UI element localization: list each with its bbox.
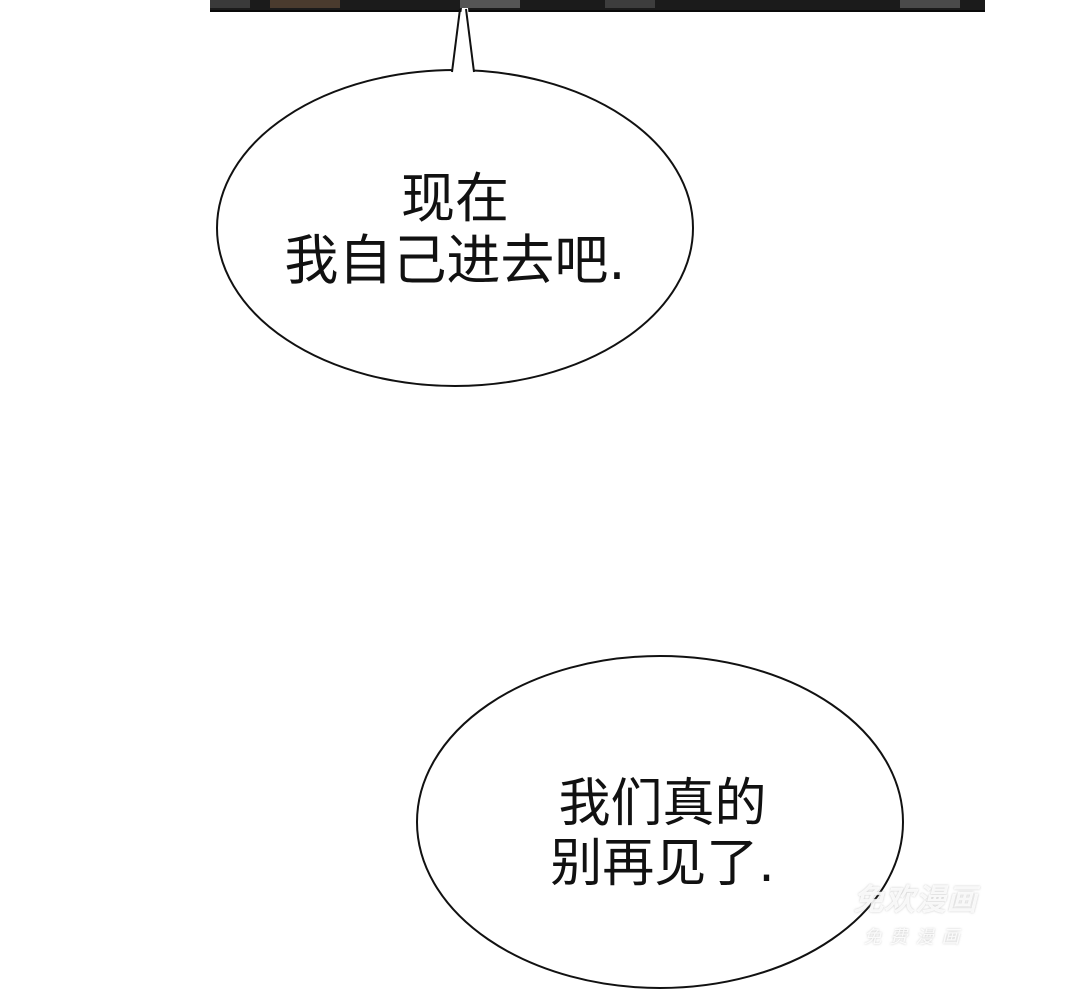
speech-bubble-bottom-text: 我们真的 别再见了. — [420, 774, 905, 895]
watermark-subtitle: 免费漫画 — [863, 927, 968, 948]
dialogue-line: 别再见了. — [550, 833, 775, 894]
dialogue-line: 我们真的 — [558, 774, 767, 834]
panel-segment — [270, 0, 340, 8]
dialogue-line: 现在 — [401, 167, 509, 230]
panel-segment — [605, 0, 655, 8]
dialogue-line: 我自己进去吧. — [284, 229, 626, 293]
watermark-title: 免欢漫画 — [853, 883, 978, 918]
speech-bubble-top — [216, 8, 694, 387]
speech-bubble-top-text: 现在 我自己进去吧. — [220, 167, 690, 293]
speech-bubble-bottom — [416, 655, 904, 989]
panel-segment — [460, 0, 520, 8]
site-watermark: 免欢漫画 免费漫画 — [828, 875, 1003, 949]
top-comic-panel — [210, 0, 985, 12]
panel-segment — [900, 0, 960, 8]
panel-segment — [210, 0, 250, 8]
